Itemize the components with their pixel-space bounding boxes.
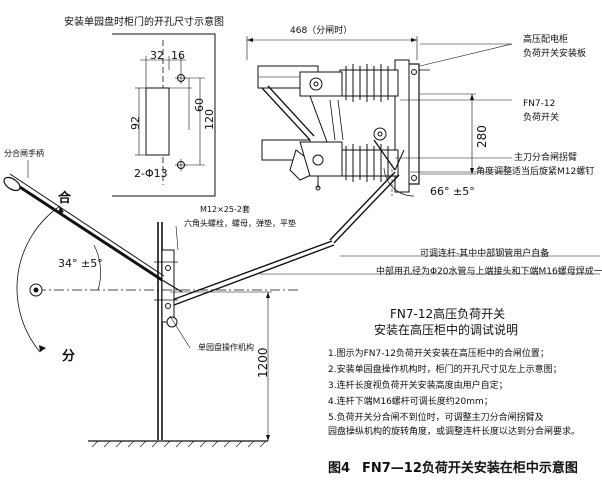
- dimension-1200: [170, 291, 272, 441]
- label-open: 分: [62, 349, 76, 364]
- dim-468-label: 468（分闸时）: [290, 26, 353, 36]
- label-close: 合: [58, 191, 72, 206]
- panel-cutout-sketch: [112, 33, 216, 197]
- connecting-rod: [171, 171, 400, 306]
- instructions-title-2: 安装在高压柜中的调试说明: [374, 323, 519, 337]
- instruction-item: 1.图示为FN7-12负荷开关安装在高压柜中的合闸位置；: [328, 349, 549, 359]
- upper-insulator: [339, 64, 399, 102]
- operating-handle: [3, 173, 300, 353]
- label-arm-adjust: 角度调整适当后旋紧M12螺钉: [476, 167, 595, 177]
- instructions-title-1: FN7-12高压负荷开关: [390, 307, 506, 321]
- dim-92: 92: [129, 116, 142, 130]
- cutout-title: 安装单园盘时柜门的开孔尺寸示意图: [64, 17, 224, 28]
- instruction-item: 园盘操纵机构的旋转角度，或调整连杆长度以达到分合闸要求。: [328, 427, 581, 437]
- note-rod-2: 中部用孔径为Φ20水管与上端接头和下端M16螺母焊成一体: [376, 267, 602, 277]
- instruction-item: 2.安装单园盘操作机构时，柜门的开孔尺寸见左上示意图；: [328, 365, 562, 375]
- floor: [88, 440, 268, 448]
- dim-120: 120: [203, 109, 216, 130]
- label-mount-plate: 负荷开关安装板: [523, 49, 587, 59]
- panel-door: [154, 222, 178, 440]
- label-bolt-desc: 六角头螺栓，螺母，弹垫，平垫: [184, 219, 296, 228]
- dim-holes: 2-Φ13: [134, 167, 168, 180]
- instruction-item: 5.负荷开关分合闸不到位时，可调整主刀分合闸拐臂及: [328, 413, 544, 423]
- dim-16: 16: [171, 49, 185, 62]
- instruction-item: 4.连杆下端M16螺杆可调长度约20mm；: [328, 397, 493, 407]
- label-bolt-size: M12×25-2套: [200, 205, 250, 214]
- label-load-switch: 负荷开关: [523, 113, 560, 123]
- dimension-468: [246, 36, 418, 60]
- load-switch-body: [257, 59, 476, 197]
- label-fn7: FN7-12: [523, 99, 556, 109]
- angle-66-label: 66° ±5°: [430, 185, 475, 198]
- label-mechanism: 单园盘操作机构: [198, 343, 254, 352]
- figure-number: 图4: [328, 461, 351, 476]
- note-rod-1: 可调连杆-其中中部钢管用户自备: [420, 249, 550, 259]
- leader-lines: [27, 43, 600, 349]
- lower-insulator: [339, 144, 399, 182]
- dim-1200-label: 1200: [256, 347, 270, 378]
- figure-caption: FN7—12负荷开关安装在柜中示意图: [362, 461, 578, 476]
- label-handle-angle: 34° ±5°: [58, 257, 103, 270]
- dim-32: 32: [150, 49, 164, 62]
- label-handle: 分合闸手柄: [4, 149, 44, 158]
- instruction-item: 3.连杆长度视负荷开关安装高度由用户自定；: [328, 381, 508, 391]
- dim-280-label: 280: [475, 125, 489, 148]
- label-main-arm: 主刀分合闸拐臂: [514, 153, 578, 163]
- label-switchgear: 高压配电柜: [523, 35, 569, 45]
